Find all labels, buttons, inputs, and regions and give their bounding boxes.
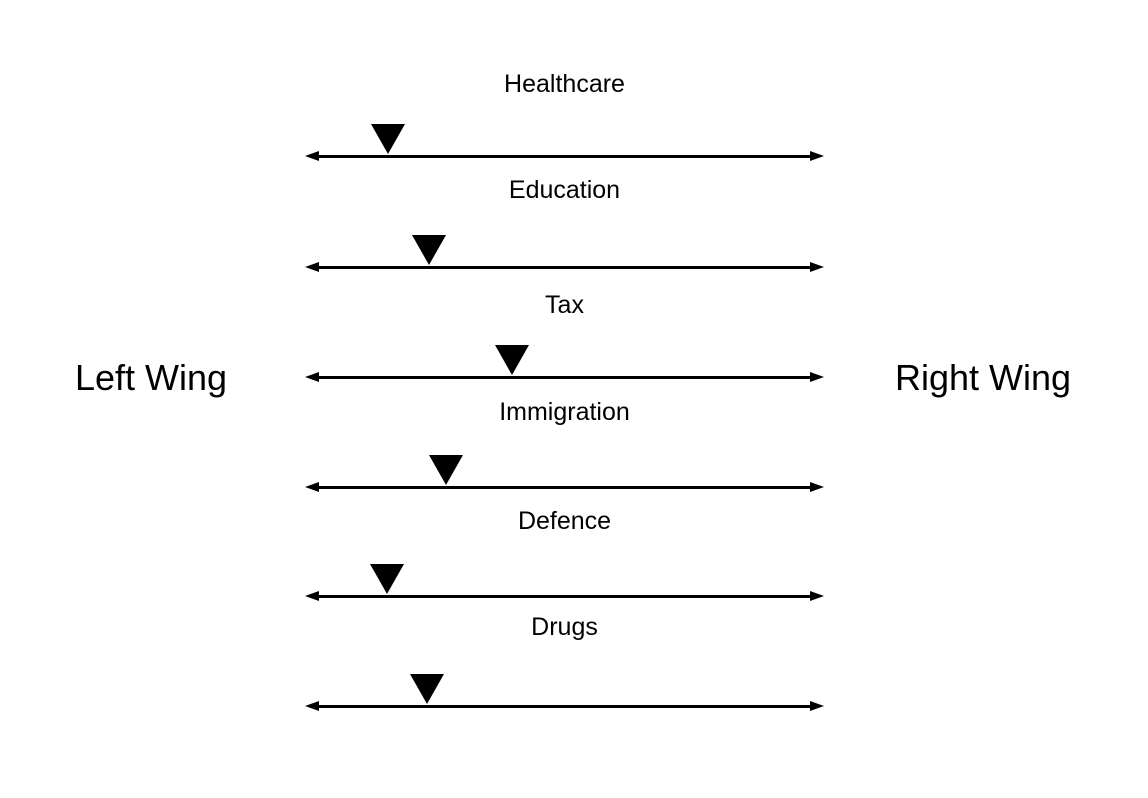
scale-line: [311, 705, 818, 708]
scale-line: [311, 266, 818, 269]
right-arrow-icon: [810, 590, 824, 601]
scale-line: [311, 155, 818, 158]
left-arrow-icon: [305, 261, 319, 272]
position-marker-icon[interactable]: [371, 124, 406, 154]
scale-line: [311, 376, 818, 379]
scale-track: [305, 345, 824, 382]
position-marker-icon[interactable]: [409, 674, 444, 704]
scale-track: [305, 674, 824, 711]
position-marker-icon[interactable]: [370, 564, 404, 594]
scale-label: Healthcare: [504, 70, 625, 98]
scale-label: Immigration: [499, 398, 630, 426]
scale-label: Defence: [517, 507, 612, 535]
left-arrow-icon: [305, 371, 319, 382]
right-arrow-icon: [810, 481, 824, 492]
scale-line: [311, 595, 818, 598]
scale-track: [305, 455, 824, 492]
left-arrow-icon: [305, 590, 319, 601]
scale-label: Drugs: [531, 613, 598, 641]
left-wing-label: Left Wing: [75, 357, 228, 398]
right-arrow-icon: [810, 261, 824, 272]
left-arrow-icon: [305, 481, 319, 492]
position-marker-icon[interactable]: [412, 235, 447, 265]
right-arrow-icon: [810, 371, 824, 382]
scale-track: [305, 235, 824, 272]
scale-line: [311, 486, 818, 489]
position-marker-icon[interactable]: [495, 345, 530, 375]
right-wing-label: Right Wing: [895, 357, 1072, 398]
right-arrow-icon: [810, 700, 824, 711]
scale-label: Education: [508, 176, 621, 204]
scale-track: [305, 124, 824, 161]
scale-track: [305, 564, 824, 601]
position-marker-icon[interactable]: [429, 455, 464, 485]
left-arrow-icon: [305, 700, 319, 711]
left-arrow-icon: [305, 150, 319, 161]
right-arrow-icon: [810, 150, 824, 161]
scale-label: Tax: [545, 291, 584, 319]
